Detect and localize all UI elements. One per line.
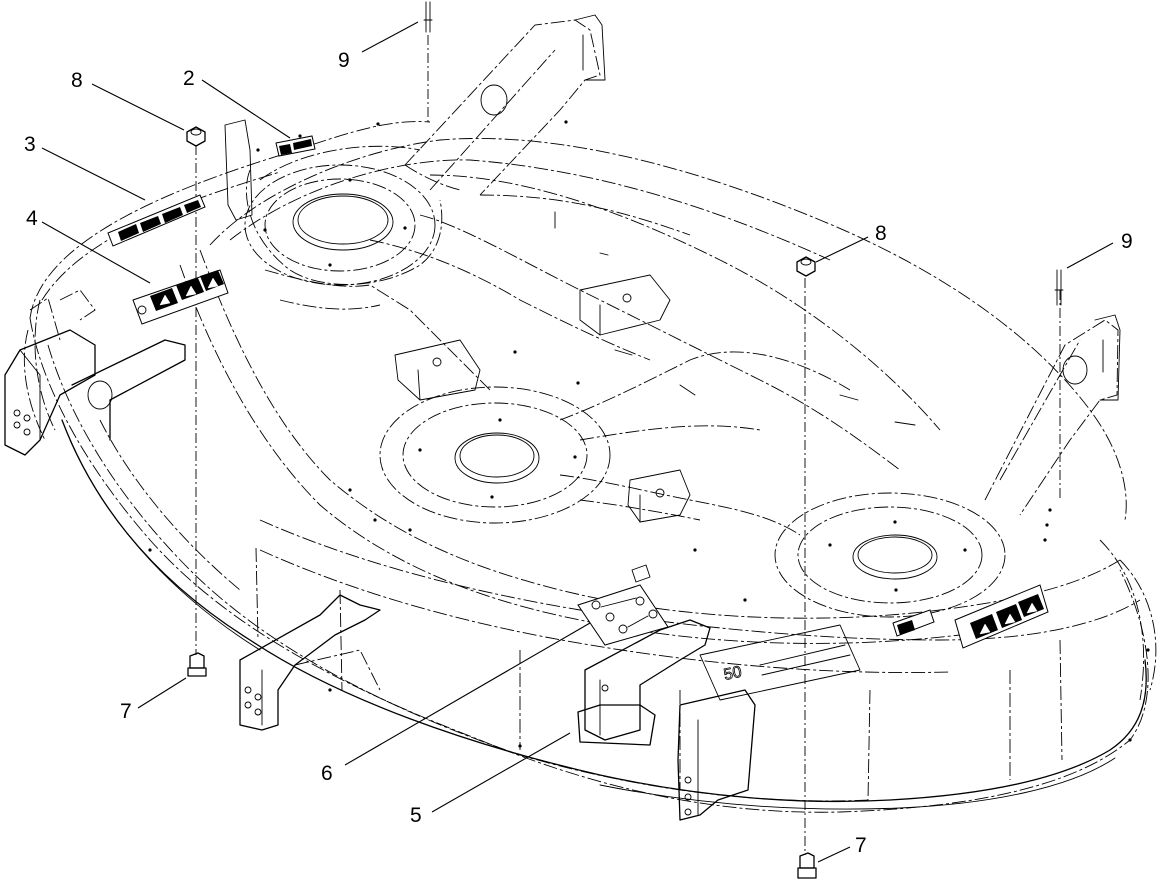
deck-holes: [148, 120, 1150, 748]
rear-hitch-arm-right: [984, 314, 1121, 516]
spindle-pocket-right: [774, 492, 1006, 618]
left-side-bracket: [4, 119, 253, 456]
callout-4: 4: [26, 207, 38, 230]
callout-3: 3: [24, 133, 36, 156]
callout-8-right: 8: [875, 222, 887, 245]
decal-6: [577, 564, 669, 646]
callout-5: 5: [410, 804, 422, 827]
spindle-pocket-center: [379, 386, 611, 524]
deck-shell: [23, 121, 1157, 813]
spindle-pocket-left: [244, 164, 443, 286]
front-left-bracket: [239, 594, 381, 731]
callout-7-right: 7: [855, 834, 867, 857]
callout-6: 6: [321, 762, 333, 785]
svg-text:50: 50: [722, 664, 743, 684]
nut-8-left: [186, 126, 206, 147]
bolt-7-right: [797, 852, 817, 879]
pin-9-right: [1054, 269, 1064, 306]
callout-9-top: 9: [338, 49, 350, 72]
callout-2: 2: [183, 67, 195, 90]
rear-hitch-arm-left: [404, 14, 691, 236]
fastener-axes: [195, 35, 1061, 855]
nut-8-right: [796, 256, 816, 277]
callout-7-left: 7: [120, 700, 132, 723]
decal-3: [107, 194, 206, 247]
callout-8-left: 8: [71, 69, 83, 92]
deck-channels: [259, 145, 941, 536]
bolt-7-left: [187, 652, 207, 677]
pin-9-top: [423, 1, 433, 33]
callout-9-right: 9: [1121, 230, 1133, 253]
decal-right-safety: [892, 584, 1049, 649]
callout-leaders: [41, 21, 1114, 863]
callout-labels: 9 8 2 3 4 8 9 7 6 5 7: [24, 49, 1133, 857]
decal-4: [132, 269, 229, 325]
inner-brackets: [394, 211, 916, 523]
front-center-bracket: [577, 619, 756, 821]
decal-2: [275, 135, 316, 157]
brand-logo-decal: 50: [699, 624, 861, 701]
